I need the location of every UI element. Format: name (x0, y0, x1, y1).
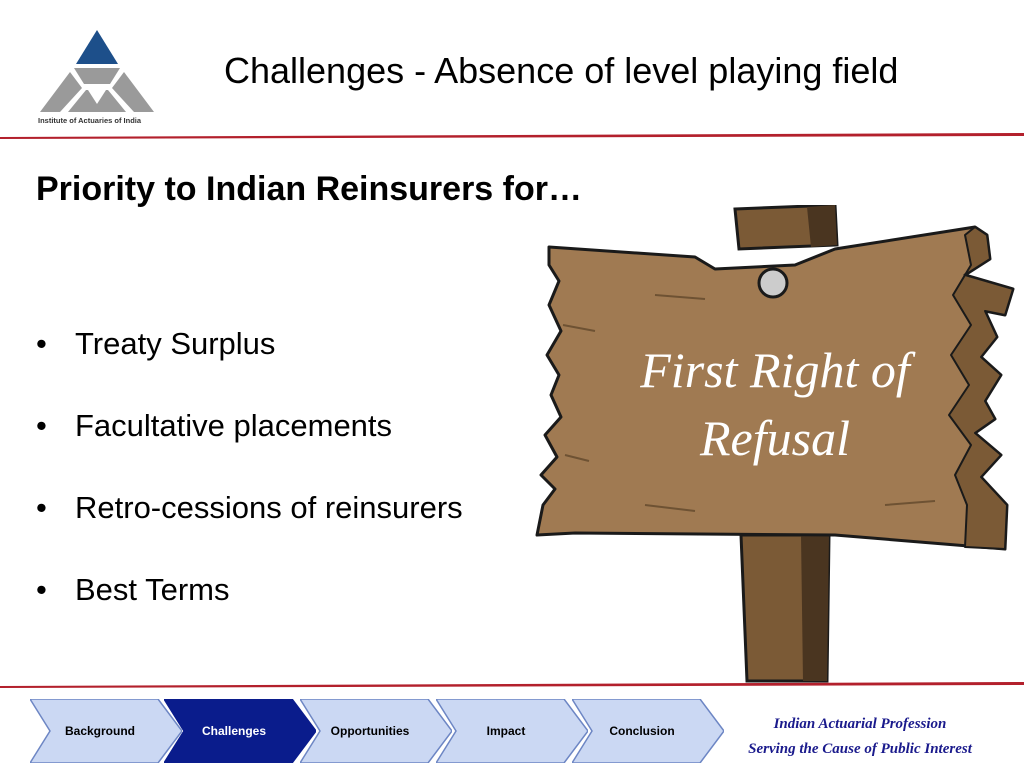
nav-item-challenges[interactable]: Challenges (164, 699, 316, 763)
section-nav: Background Challenges Opportunities Impa… (30, 699, 730, 763)
nav-item-conclusion[interactable]: Conclusion (572, 699, 724, 763)
nav-label: Impact (486, 724, 526, 738)
bullet-icon: • (36, 490, 47, 525)
signpost-icon (535, 205, 1015, 683)
bullet-text: Retro-cessions of reinsurers (75, 490, 463, 525)
list-item: • Treaty Surplus (36, 326, 463, 408)
bullet-text: Best Terms (75, 572, 230, 607)
page-title: Challenges - Absence of level playing fi… (224, 50, 899, 91)
bullet-icon: • (36, 408, 47, 443)
footer-tagline: Indian Actuarial Profession Serving the … (720, 712, 1000, 762)
list-item: • Retro-cessions of reinsurers (36, 490, 463, 572)
nav-item-opportunities[interactable]: Opportunities (300, 699, 452, 763)
bullet-list: •Treaty Surplus •Facultative placements … (36, 326, 463, 654)
bullet-icon: • (36, 326, 47, 361)
section-heading: Priority to Indian Reinsurers for… (36, 170, 582, 208)
list-item: • Best Terms (36, 572, 463, 654)
tagline-line: Serving the Cause of Public Interest (748, 741, 972, 757)
nav-item-background[interactable]: Background (30, 699, 182, 763)
bullet-icon: • (36, 572, 47, 607)
logo-emblem-icon (40, 30, 154, 112)
nav-item-impact[interactable]: Impact (436, 699, 588, 763)
sign-text: First Right of Refusal (590, 336, 960, 472)
bullet-text: Facultative placements (75, 408, 393, 443)
sign-text-line: Refusal (700, 410, 850, 466)
nav-label: Challenges (201, 724, 267, 738)
list-item: • Facultative placements (36, 408, 463, 490)
institute-logo (36, 28, 158, 132)
nav-label: Background (64, 724, 135, 738)
tagline-line: Indian Actuarial Profession (773, 716, 947, 732)
bottom-divider (0, 682, 1024, 688)
logo-caption: Institute of Actuaries of India (38, 116, 142, 125)
bullet-text: Treaty Surplus (75, 326, 276, 361)
nav-label: Conclusion (609, 724, 675, 738)
top-divider (0, 133, 1024, 139)
sign-text-line: First Right of (640, 342, 910, 398)
nav-label: Opportunities (330, 724, 410, 738)
wooden-sign-illustration (535, 205, 1024, 685)
